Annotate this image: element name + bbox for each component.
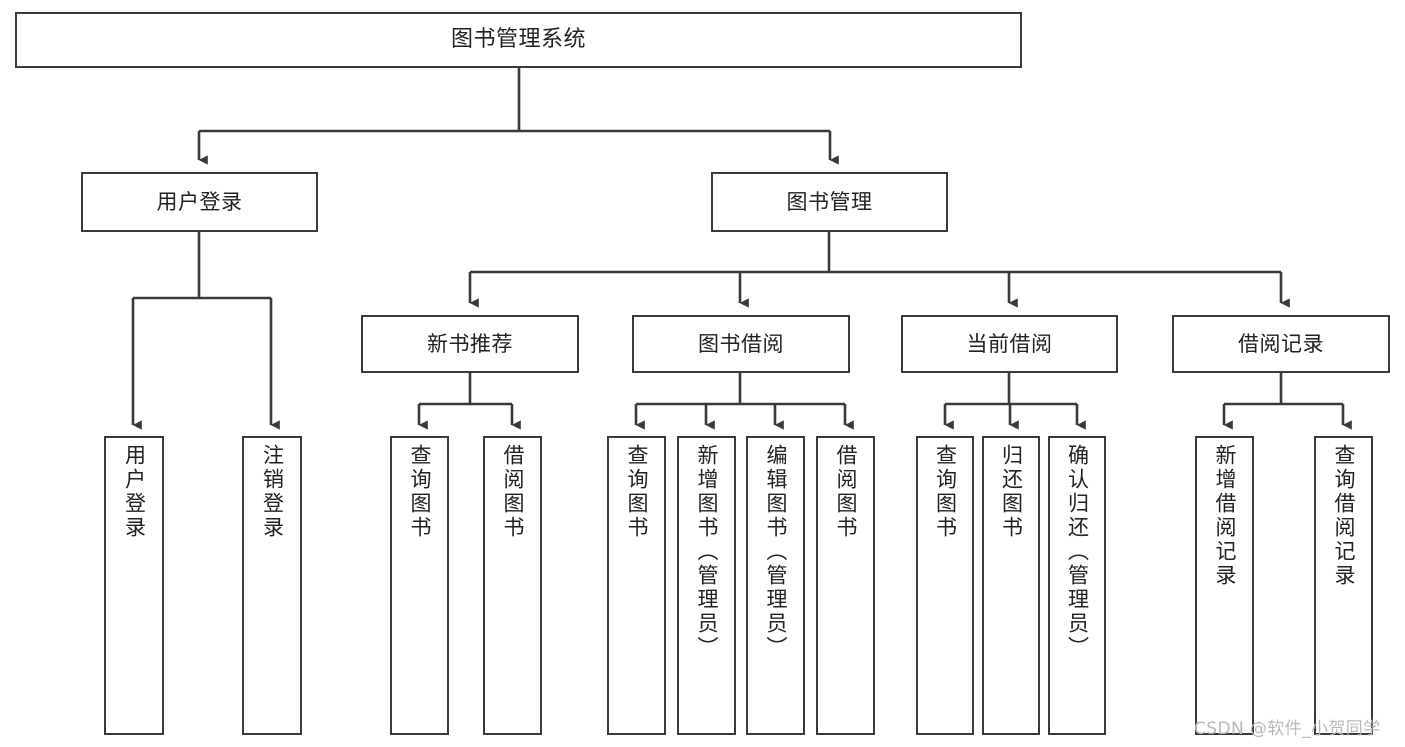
node-label: 当前借阅: [966, 331, 1053, 356]
leaf-current-borrow-return[interactable]: 归还图书: [982, 436, 1040, 735]
leaf-new-book-borrow[interactable]: 借阅图书: [483, 436, 542, 735]
node-user-login[interactable]: 用户登录: [81, 172, 318, 232]
node-label: 编辑图书（管理员）: [764, 444, 788, 660]
node-book-borrow[interactable]: 图书借阅: [632, 315, 850, 373]
leaf-book-borrow-edit[interactable]: 编辑图书（管理员）: [746, 436, 805, 735]
leaf-book-borrow-query[interactable]: 查询图书: [607, 436, 666, 735]
leaf-book-borrow-add[interactable]: 新增图书（管理员）: [677, 436, 736, 735]
node-label: 图书借阅: [698, 331, 784, 356]
node-label: 新书推荐: [427, 331, 513, 356]
node-root-system[interactable]: 图书管理系统: [15, 12, 1022, 68]
leaf-user-login-logout[interactable]: 注销登录: [242, 436, 302, 735]
node-label: 新增借阅记录: [1213, 444, 1237, 588]
node-label: 借阅图书: [501, 444, 525, 540]
leaf-user-login-login[interactable]: 用户登录: [104, 436, 164, 735]
node-label: 用户登录: [156, 189, 243, 214]
leaf-current-borrow-query[interactable]: 查询图书: [916, 436, 974, 735]
node-label: 图书管理: [786, 189, 873, 214]
node-label: 确认归还（管理员）: [1065, 444, 1090, 660]
node-book-management[interactable]: 图书管理: [711, 172, 948, 232]
node-label: 查询图书: [933, 444, 958, 540]
leaf-current-borrow-confirm[interactable]: 确认归还（管理员）: [1048, 436, 1106, 735]
leaf-new-book-query[interactable]: 查询图书: [390, 436, 449, 735]
node-current-borrow[interactable]: 当前借阅: [901, 315, 1118, 373]
node-label: 借阅图书: [834, 444, 858, 540]
csdn-watermark: CSDN @软件_小贺同学: [1194, 719, 1381, 739]
node-label: 图书管理系统: [450, 27, 586, 53]
leaf-borrow-record-add[interactable]: 新增借阅记录: [1195, 436, 1254, 735]
leaf-book-borrow-borrow[interactable]: 借阅图书: [816, 436, 875, 735]
node-label: 归还图书: [999, 444, 1024, 540]
node-label: 借阅记录: [1238, 331, 1324, 356]
node-new-book-recommend[interactable]: 新书推荐: [361, 315, 579, 373]
node-label: 查询借阅记录: [1332, 444, 1356, 588]
node-label: 查询图书: [408, 444, 432, 540]
node-borrow-record[interactable]: 借阅记录: [1172, 315, 1390, 373]
node-label: 新增图书（管理员）: [695, 444, 719, 660]
leaf-borrow-record-query[interactable]: 查询借阅记录: [1314, 436, 1373, 735]
node-label: 注销登录: [260, 444, 285, 540]
node-label: 用户登录: [122, 444, 147, 540]
node-label: 查询图书: [625, 444, 649, 540]
